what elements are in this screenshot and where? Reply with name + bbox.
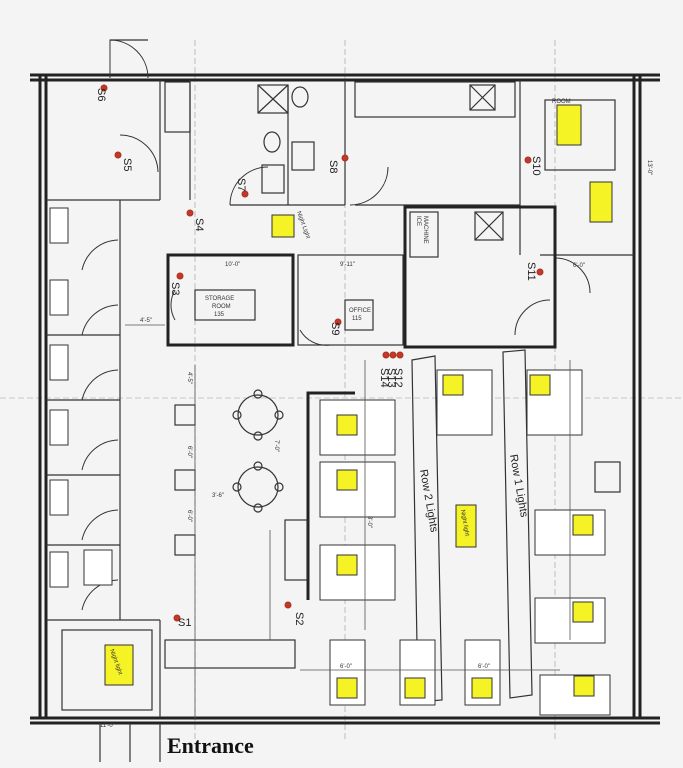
sensor-label-s3: S3 [169, 282, 181, 295]
dim-label: 6'-0" [478, 664, 490, 670]
row-1-lights-strip [502, 349, 533, 699]
door-s6 [109, 39, 149, 79]
entrance-label: Entrance [167, 733, 254, 758]
storage-room [166, 253, 295, 347]
row-2-lights-strip [411, 355, 443, 703]
ice-label-1: ICE [415, 216, 421, 226]
cubicles-bottom [329, 639, 501, 706]
night-light-top [271, 214, 295, 238]
dim-label: 9'-11" [340, 262, 355, 268]
office-room [297, 254, 404, 346]
sensor-label-s11: S11 [525, 262, 537, 281]
cubicle-partition [284, 391, 355, 600]
sensor-label-s8: S8 [327, 160, 339, 173]
right-top-room [540, 99, 634, 294]
sensor-label-s12: S12 [392, 368, 404, 388]
cubicles-left [319, 399, 396, 601]
dimension-lines [125, 324, 571, 720]
sensor-label-s6: S6 [95, 88, 107, 101]
sensor-markers [100, 84, 544, 622]
dim-label: 4'-5" [186, 372, 192, 384]
dim-label: 6'-0" [340, 664, 352, 670]
left-desks [49, 207, 113, 588]
round-tables [232, 389, 284, 513]
sensor-label-s9: S9 [329, 322, 341, 335]
reception [61, 629, 296, 711]
entrance-door [99, 723, 161, 762]
night-light-center [455, 504, 477, 548]
room-label: ROOM [552, 99, 571, 105]
sensor-label-s13: S13 [385, 368, 397, 388]
row-1-lights-label: Row 1 Lights [507, 453, 530, 518]
sensor-label-s2: S2 [293, 612, 305, 625]
dim-label: 3'-6" [212, 493, 224, 499]
dim-label: 8'-0" [366, 516, 372, 528]
sensor-label-s1: S1 [178, 617, 191, 629]
sensor-label-s14: S14 [378, 368, 390, 388]
row-2-lights-label: Row 2 Lights [417, 468, 440, 533]
square-tables [174, 404, 196, 556]
ice-machine-room [403, 205, 557, 349]
kitchen [354, 80, 521, 255]
sensor-label-s4: S4 [193, 218, 205, 231]
dim-label: 7'-0" [273, 440, 279, 452]
sensor-label-s7: S7 [235, 178, 247, 191]
ice-label-2: MACHINE [422, 216, 428, 244]
dim-label: 11'-0" [100, 723, 115, 729]
dim-label: 4'-5" [140, 318, 152, 324]
restrooms [164, 80, 389, 206]
storage-label-1: STORAGE [205, 296, 234, 302]
office-label-num: 115 [352, 316, 362, 322]
cubicles-right [534, 461, 621, 716]
office-label: OFFICE [349, 308, 371, 314]
dim-label: 6'-0" [186, 510, 192, 522]
cubicles-middle [436, 369, 583, 436]
storage-label-num: 135 [214, 312, 225, 318]
sensor-label-s5: S5 [121, 158, 133, 171]
dim-label: 10'-0" [225, 262, 240, 268]
dim-label: 6'-0" [573, 263, 585, 269]
left-rooms [46, 80, 161, 718]
night-light-top-label: Night Light [295, 211, 311, 240]
storage-label-2: ROOM [212, 304, 231, 310]
night-light-center-label: Night light [459, 509, 470, 537]
sensor-label-s10: S10 [530, 156, 542, 176]
dim-label: 6'-0" [186, 446, 192, 458]
dim-label: 13'-0" [646, 160, 652, 175]
